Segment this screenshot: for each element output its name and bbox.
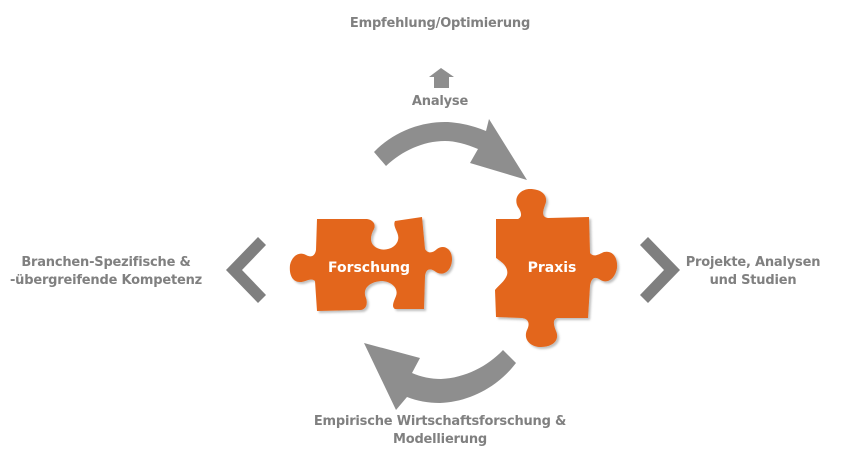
- industry-competence-line-2: -übergreifende Kompetenz: [9, 273, 203, 288]
- recommendation-text: Empfehlung/Optimierung: [349, 16, 531, 31]
- industry-competence-line-1: Branchen-Spezifische &: [21, 255, 191, 270]
- analyse-label: Analyse: [380, 93, 500, 111]
- forschung-label: Forschung: [328, 260, 410, 276]
- puzzle-piece-praxis: Praxis: [495, 189, 618, 347]
- projects-label: Projekte, Analysen und Studien: [683, 254, 823, 290]
- empirical-research-line-1: Empirische Wirtschaftsforschung &: [313, 414, 567, 429]
- projects-line-1: Projekte, Analysen: [685, 255, 821, 270]
- empirical-research-label: Empirische Wirtschaftsforschung & Modell…: [290, 413, 590, 449]
- puzzle-piece-forschung: Forschung: [289, 217, 452, 311]
- puzzle-shape-forschung: [289, 217, 452, 311]
- puzzle-shape-praxis: [495, 189, 618, 347]
- curved-arrow-right-icon: [374, 119, 527, 180]
- analyse-text: Analyse: [411, 94, 469, 109]
- praxis-label: Praxis: [528, 260, 577, 276]
- recommendation-label: Empfehlung/Optimierung: [300, 15, 580, 33]
- projects-line-2: und Studien: [709, 273, 797, 288]
- industry-competence-label: Branchen-Spezifische & -übergreifende Ko…: [0, 254, 212, 290]
- arrow-up-icon: [429, 68, 454, 88]
- empirical-research-line-2: Modellierung: [392, 432, 487, 447]
- chevron-left-icon: [226, 237, 266, 303]
- curved-arrow-left-icon: [364, 343, 516, 410]
- chevron-right-icon: [640, 237, 680, 303]
